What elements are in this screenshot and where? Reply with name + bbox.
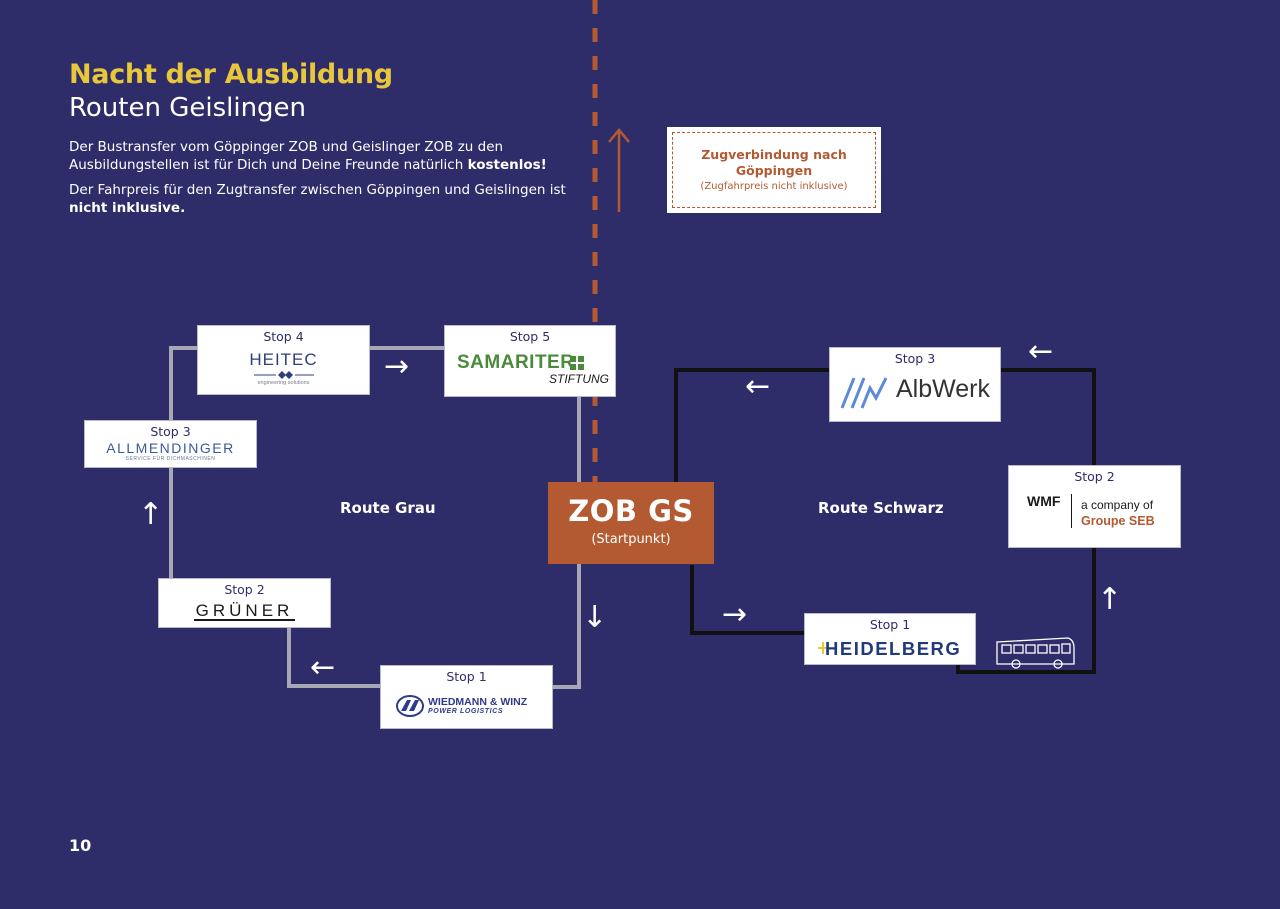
samariter-tagline: STIFTUNG bbox=[549, 372, 609, 386]
stop-label: Stop 3 bbox=[894, 351, 936, 366]
route-schwarz-line bbox=[690, 565, 804, 635]
intro-bold-2: nicht inklusive. bbox=[69, 200, 186, 216]
page-subtitle: Routen Geislingen bbox=[69, 93, 307, 123]
arrow-down-icon: ↓ bbox=[582, 600, 608, 635]
stop-label: Stop 5 bbox=[509, 329, 551, 344]
route-grau-line-2 bbox=[287, 628, 380, 688]
stop-card-schwarz-2: Stop 2 WMF a company of Groupe SEB bbox=[1008, 465, 1181, 548]
stop-card-grau-3: Stop 3 ALLMENDINGER SERVICE FÜR DICHMASC… bbox=[84, 420, 257, 468]
stop-card-grau-5: Stop 5 SAMARITER STIFTUNG bbox=[444, 325, 616, 397]
stop-card-schwarz-3: Stop 3 AlbWerk bbox=[829, 347, 1001, 422]
train-connection-frame: Zugverbindung nach Göppingen (Zugfahrpre… bbox=[672, 132, 876, 208]
heitec-tagline: engineering solutions bbox=[257, 380, 310, 386]
samariter-mark-icon bbox=[570, 356, 584, 370]
intro-paragraph-1: Der Bustransfer vom Göppinger ZOB und Ge… bbox=[69, 138, 569, 174]
allmendinger-tagline: SERVICE FÜR DICHMASCHINEN bbox=[125, 456, 216, 462]
heitec-name: HEITEC bbox=[249, 350, 318, 369]
train-connection-box: Zugverbindung nach Göppingen (Zugfahrpre… bbox=[667, 127, 881, 213]
bus-icon bbox=[996, 637, 1075, 669]
stop-label: Stop 2 bbox=[224, 582, 265, 597]
start-point-name: ZOB GS bbox=[568, 494, 694, 528]
route-schwarz-line-3 bbox=[1000, 368, 1096, 465]
start-point-box: ZOB GS (Startpunkt) bbox=[548, 482, 714, 564]
arrow-up-icon: ↑ bbox=[1097, 582, 1123, 617]
page-title: Nacht der Ausbildung bbox=[69, 59, 393, 90]
arrow-right-icon: → bbox=[722, 597, 748, 632]
stop-card-grau-2: Stop 2 GRÜNER bbox=[158, 578, 331, 628]
heidelberg-name: HEIDELBERG bbox=[825, 638, 962, 659]
route-schwarz-label: Route Schwarz bbox=[818, 499, 944, 517]
train-connection-note: (Zugfahrpreis nicht inklusive) bbox=[700, 181, 848, 192]
route-schwarz-line-4 bbox=[674, 368, 829, 482]
stop-card-grau-1: Stop 1 WIEDMANN & WINZ POWER LOGISTICS bbox=[380, 665, 553, 729]
albwerk-name: AlbWerk bbox=[896, 375, 991, 403]
heidelberg-mark-icon bbox=[818, 642, 828, 654]
samariter-name: SAMARITER bbox=[457, 352, 575, 373]
route-grau-line-4 bbox=[169, 346, 198, 420]
gruner-name: GRÜNER bbox=[193, 601, 296, 621]
wiedmann-winz-tagline: POWER LOGISTICS bbox=[428, 708, 504, 715]
stop-card-grau-4: Stop 4 HEITEC engineering solutions bbox=[197, 325, 370, 395]
wmf-divider bbox=[1071, 494, 1072, 528]
wmf-tagline-2: Groupe SEB bbox=[1081, 514, 1155, 528]
route-schwarz-line-2 bbox=[956, 548, 1096, 674]
intro-text-2: Der Fahrpreis für den Zugtransfer zwisch… bbox=[69, 182, 566, 198]
train-arrow-up-icon bbox=[608, 128, 630, 212]
arrow-right-icon: → bbox=[384, 349, 410, 384]
intro-text-1: Der Bustransfer vom Göppinger ZOB und Ge… bbox=[69, 139, 504, 173]
arrow-left-icon: ← bbox=[745, 369, 771, 404]
arrow-left-icon: ← bbox=[310, 650, 336, 685]
heitec-mark-icon bbox=[253, 371, 314, 379]
intro-paragraph-2: Der Fahrpreis für den Zugtransfer zwisch… bbox=[69, 181, 569, 217]
stop-label: Stop 1 bbox=[446, 669, 487, 684]
stop-label: Stop 4 bbox=[263, 329, 304, 344]
route-grau-label: Route Grau bbox=[340, 499, 436, 517]
gruner-logo: GRÜNER bbox=[159, 601, 330, 621]
stop-card-schwarz-1: Stop 1 HEIDELBERG bbox=[804, 613, 976, 665]
wiedmann-winz-icon bbox=[396, 695, 424, 717]
arrow-up-icon: ↑ bbox=[138, 497, 164, 532]
intro-bold-1: kostenlos! bbox=[467, 157, 547, 173]
allmendinger-name: ALLMENDINGER bbox=[106, 440, 235, 456]
stop-label: Stop 1 bbox=[869, 617, 911, 632]
page-number: 10 bbox=[69, 836, 92, 855]
train-connection-title: Zugverbindung nach Göppingen bbox=[701, 147, 847, 178]
arrow-left-icon: ← bbox=[1028, 334, 1054, 369]
allmendinger-logo: ALLMENDINGER SERVICE FÜR DICHMASCHINEN bbox=[85, 441, 256, 463]
wmf-tagline-1: a company of bbox=[1081, 498, 1154, 512]
wmf-name: WMF bbox=[1027, 493, 1061, 509]
heitec-logo: HEITEC engineering solutions bbox=[198, 350, 369, 387]
albwerk-mark-icon bbox=[840, 377, 888, 409]
stop-label: Stop 3 bbox=[150, 424, 191, 439]
stop-label: Stop 2 bbox=[1074, 469, 1115, 484]
start-point-note: (Startpunkt) bbox=[591, 532, 671, 547]
wiedmann-winz-name: WIEDMANN & WINZ bbox=[428, 696, 528, 708]
